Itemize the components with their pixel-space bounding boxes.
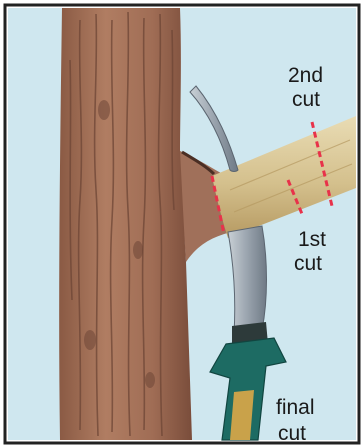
label-first-cut-line1: 1st (298, 228, 326, 251)
saw-handle-grip (230, 390, 254, 440)
label-first-cut-line2: cut (294, 252, 322, 275)
label-second-cut-line2: cut (292, 88, 320, 111)
label-final-cut-line1: final (276, 396, 315, 419)
label-second-cut-line1: 2nd (288, 64, 323, 87)
